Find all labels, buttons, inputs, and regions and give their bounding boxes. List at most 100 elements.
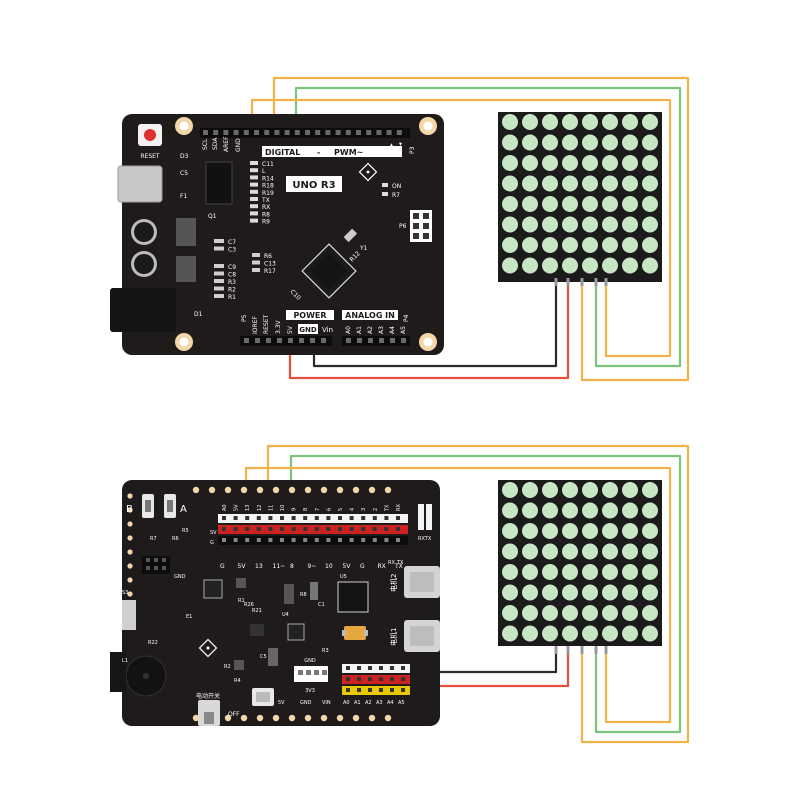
matrix-body xyxy=(498,112,662,282)
edge-hole xyxy=(304,714,312,722)
header-pin xyxy=(277,338,282,343)
rxtx-label: RXTX xyxy=(418,536,432,542)
silk-label: R4 xyxy=(234,678,241,684)
u5-label: U5 xyxy=(340,574,347,580)
led-dot xyxy=(542,605,558,621)
header-pin xyxy=(390,338,395,343)
header-pin xyxy=(266,338,271,343)
led-dot xyxy=(502,237,518,253)
io-pin-label: 9 xyxy=(292,508,298,511)
component-label: R18 xyxy=(262,183,274,190)
silk-label: R5 xyxy=(182,528,189,534)
led-dot xyxy=(602,625,618,642)
logo-diamond xyxy=(198,638,218,658)
led-dot xyxy=(582,523,598,539)
led-dot xyxy=(602,216,618,233)
side-connector xyxy=(110,652,126,692)
ic-small xyxy=(284,584,294,604)
header-pin xyxy=(274,130,280,135)
component-label: R3 xyxy=(228,279,236,286)
io-pin-bottom-label: 13 xyxy=(255,563,263,570)
wire-orange-inner xyxy=(250,98,672,358)
analog-yellow-row xyxy=(342,686,410,695)
header-pin xyxy=(268,516,273,520)
led-dot xyxy=(622,175,638,192)
header-pin xyxy=(314,516,319,520)
led-dot xyxy=(622,216,638,233)
smd-component xyxy=(250,182,258,187)
header-pin xyxy=(291,538,296,542)
header-pin xyxy=(245,516,250,520)
header-pin xyxy=(280,516,284,520)
edge-hole xyxy=(368,714,376,722)
header-pin xyxy=(303,538,308,542)
label-d3: D3 xyxy=(180,153,189,160)
led-matrix-bottom xyxy=(498,480,662,654)
wire-orange-outer xyxy=(272,76,690,382)
header-pin xyxy=(349,516,354,520)
label-b: B xyxy=(126,504,133,515)
component-label: R6 xyxy=(264,253,272,260)
led-dot xyxy=(522,155,538,171)
io-pin-label: 4 xyxy=(350,508,356,511)
edge-hole xyxy=(127,493,133,499)
side-switch[interactable] xyxy=(122,600,136,630)
logo-diamond xyxy=(358,162,378,182)
led-dot xyxy=(602,237,618,253)
smd-component xyxy=(252,260,260,265)
header-pin xyxy=(357,666,361,670)
led-dot xyxy=(562,114,578,130)
component-label: C13 xyxy=(264,261,276,268)
led-dot xyxy=(602,134,618,151)
header-pin xyxy=(396,516,400,520)
smd-component xyxy=(250,211,258,216)
led-dot xyxy=(622,257,638,274)
label-d1: D1 xyxy=(194,311,203,318)
led-dot xyxy=(582,114,598,130)
led-dot xyxy=(542,196,558,212)
off-label: OFF xyxy=(228,711,240,718)
power-pin-label: VIN xyxy=(322,700,331,706)
io-pin-bottom-label: 5V xyxy=(238,563,247,570)
led-dot xyxy=(642,155,658,171)
led-dot xyxy=(502,605,518,621)
header-pin xyxy=(233,527,238,531)
edge-hole xyxy=(127,563,133,569)
header-pin xyxy=(384,527,389,531)
power-label: POWER xyxy=(293,311,326,320)
edge-hole xyxy=(224,486,232,494)
header-pin xyxy=(321,338,326,343)
power-pin-strip xyxy=(240,336,332,346)
smd-component xyxy=(250,168,258,173)
wire-orange-outer xyxy=(266,444,690,744)
name-plate xyxy=(286,176,342,192)
led-dot xyxy=(562,543,578,560)
led-dot xyxy=(562,134,578,151)
header-pin xyxy=(349,538,354,542)
header-pin xyxy=(401,677,405,681)
led-dot xyxy=(522,175,538,192)
header-pin xyxy=(401,666,405,670)
header-pin xyxy=(325,130,331,135)
led-dot xyxy=(562,257,578,274)
led-dot xyxy=(522,196,538,212)
edge-hole xyxy=(288,714,296,722)
led-dot xyxy=(542,625,558,642)
label-f1: F1 xyxy=(180,193,187,200)
edge-hole xyxy=(127,507,133,513)
component-label: R1 xyxy=(228,294,236,301)
edge-hole xyxy=(208,486,216,494)
led-dot xyxy=(602,564,618,580)
header-pin xyxy=(379,338,384,343)
edge-hole xyxy=(368,486,376,494)
led-dot xyxy=(642,625,658,642)
io-pin-label: 12 xyxy=(257,505,263,511)
led-dot xyxy=(502,216,518,233)
led-dot xyxy=(562,502,578,519)
